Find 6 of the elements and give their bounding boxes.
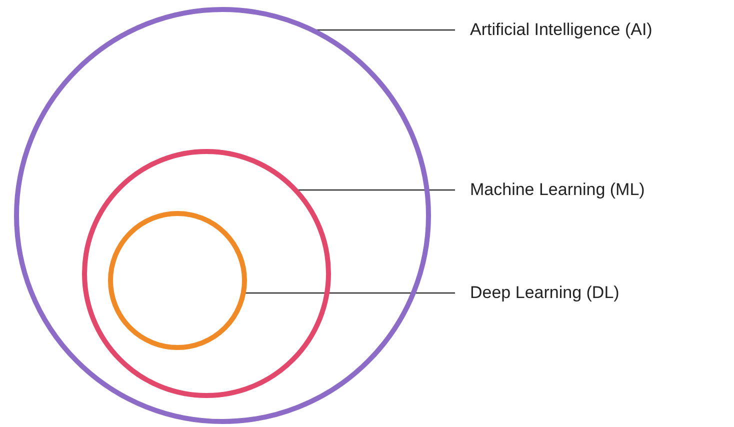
layer-label: Machine Learning (ML)	[470, 179, 645, 202]
layer-label: Deep Learning (DL)	[470, 282, 620, 304]
leader-line	[298, 189, 455, 191]
layer-label: Artificial Intelligence (AI)	[470, 19, 652, 42]
leader-line	[245, 292, 455, 294]
leader-line	[315, 29, 455, 31]
